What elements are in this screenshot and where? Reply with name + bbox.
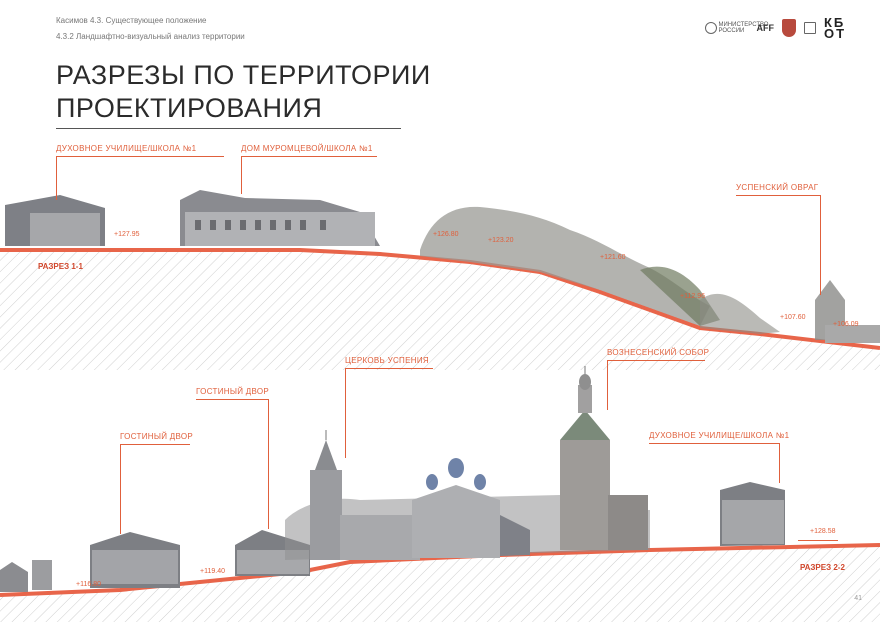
label-voznesensky-sobor: ВОЗНЕСЕНСКИЙ СОБОР [607, 348, 710, 357]
ground-hatch-1 [0, 250, 880, 370]
church-dome-center [448, 458, 464, 478]
kbot-logo: КБОТ [824, 15, 847, 41]
leader-line [345, 368, 433, 369]
label-muromtseva-house: ДОМ МУРОМЦЕВОЙ/ШКОЛА №1 [241, 144, 373, 153]
section-2-2 [0, 366, 880, 622]
section-1-1 [0, 190, 880, 370]
leader-line [607, 360, 608, 410]
muromtseva-facade [185, 212, 375, 246]
elevation-mark: +112.96 [680, 293, 705, 300]
school-building-2-facade [722, 500, 784, 544]
page-title-line1: РАЗРЕЗЫ ПО ТЕРРИТОРИИ [56, 60, 431, 90]
page-number: 41 [854, 595, 862, 602]
bell-tower-spire [315, 440, 337, 470]
leader-line [736, 195, 820, 196]
header-breadcrumb: Касимов 4.3. Существующее положение [56, 16, 207, 25]
label-uspensky-ravine: УСПЕНСКИЙ ОВРАГ [736, 183, 819, 192]
label-spiritual-school-1: ДУХОВНОЕ УЧИЛИЩЕ/ШКОЛА №1 [56, 144, 197, 153]
leader-line [241, 156, 242, 194]
leader-line [120, 444, 121, 534]
slope-vegetation [420, 206, 710, 326]
label-gostiny-dvor-2: ГОСТИНЫЙ ДВОР [196, 387, 270, 396]
church-refectory [340, 515, 420, 560]
elevation-mark: +107.60 [780, 314, 806, 321]
elevation-mark: +127.95 [114, 231, 140, 238]
elevation-mark: +126.80 [433, 231, 459, 238]
leader-line [607, 360, 705, 361]
square-mark-icon [804, 22, 816, 34]
ministry-logo-text: МИНИСТЕРСТВО РОССИИ [718, 22, 769, 34]
elevation-mark: +123.20 [488, 237, 514, 244]
label-church-uspeniya: ЦЕРКОВЬ УСПЕНИЯ [345, 356, 429, 365]
leader-line [56, 156, 224, 157]
church-apse [500, 515, 530, 556]
cathedral-tent-roof [560, 410, 610, 440]
partner-logos: МИНИСТЕРСТВО РОССИИ AFF КБОТ [704, 14, 855, 42]
ground-hatch-2 [0, 545, 880, 622]
gostiny-dvor-1-facade [92, 550, 178, 584]
church-main-volume [412, 485, 500, 558]
leader-line [120, 444, 190, 445]
elevation-mark: +128.58 [810, 528, 836, 535]
church-dome-right [474, 474, 486, 490]
elevation-mark: +121.60 [600, 254, 626, 261]
ministry-logo: МИНИСТЕРСТВО РОССИИ [704, 22, 769, 34]
bureau-logo [804, 22, 816, 34]
label-spiritual-school-2: ДУХОВНОЕ УЧИЛИЩЕ/ШКОЛА №1 [649, 431, 790, 440]
elevation-mark: +116.80 [76, 581, 101, 588]
ravine-vegetation [700, 293, 780, 334]
leader-line [56, 156, 57, 200]
leader-line [345, 368, 346, 458]
bell-tower [310, 470, 342, 560]
elevation-tick [798, 540, 838, 541]
leader-line [268, 399, 269, 529]
elevation-mark: +106.09 [833, 321, 859, 328]
leader-line [649, 443, 779, 444]
ground-line-2 [0, 543, 880, 597]
title-underline [56, 128, 401, 129]
emblem-icon [704, 22, 717, 34]
cut-label-2-2: РАЗРЕЗ 2-2 [800, 563, 845, 572]
leader-line [820, 195, 821, 295]
cathedral-cupola [579, 374, 591, 390]
city-crest-icon [782, 19, 796, 37]
label-gostiny-dvor-1: ГОСТИНЫЙ ДВОР [120, 432, 194, 441]
header-subsection: 4.3.2 Ландшафтно-визуальный анализ терри… [56, 32, 245, 41]
leader-line [196, 399, 268, 400]
cut-label-1-1: РАЗРЕЗ 1-1 [38, 262, 83, 271]
cathedral-tower [560, 440, 610, 550]
small-house-left [0, 562, 28, 592]
aff-logo: AFF [756, 23, 775, 33]
elevation-mark: +119.40 [200, 568, 225, 575]
school-facade-1 [30, 213, 100, 246]
cathedral-annex [608, 495, 648, 550]
leader-line [779, 443, 780, 483]
church-dome-left [426, 474, 438, 490]
cathedral-drum [578, 385, 592, 413]
small-tower-left [32, 560, 52, 590]
page-title-line2: ПРОЕКТИРОВАНИЯ [56, 93, 323, 123]
window-row-1 [195, 220, 326, 230]
leader-line [241, 156, 377, 157]
ravine-structure [825, 325, 880, 343]
